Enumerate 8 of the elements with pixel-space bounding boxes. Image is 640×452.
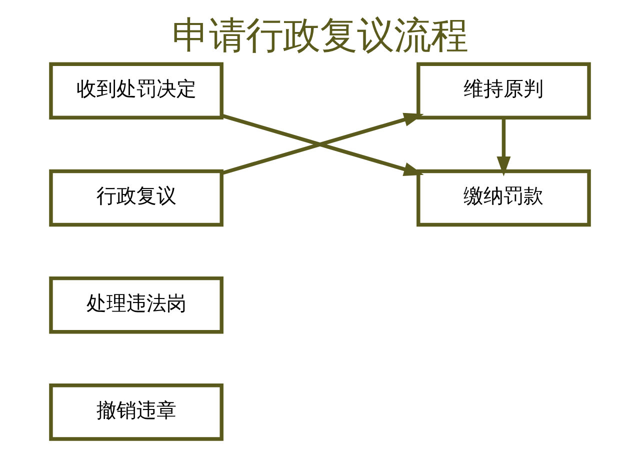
node-box: 缴纳罚款	[416, 169, 591, 227]
diagram-title: 申请行政复议流程	[172, 12, 468, 57]
node-box: 行政复议	[49, 169, 224, 227]
node-box: 维持原判	[416, 62, 591, 120]
node-box: 处理违法岗	[49, 276, 224, 334]
node-box: 撤销违章	[49, 384, 224, 441]
arrow	[496, 118, 511, 176]
node-box: 收到处罚决定	[49, 62, 224, 120]
